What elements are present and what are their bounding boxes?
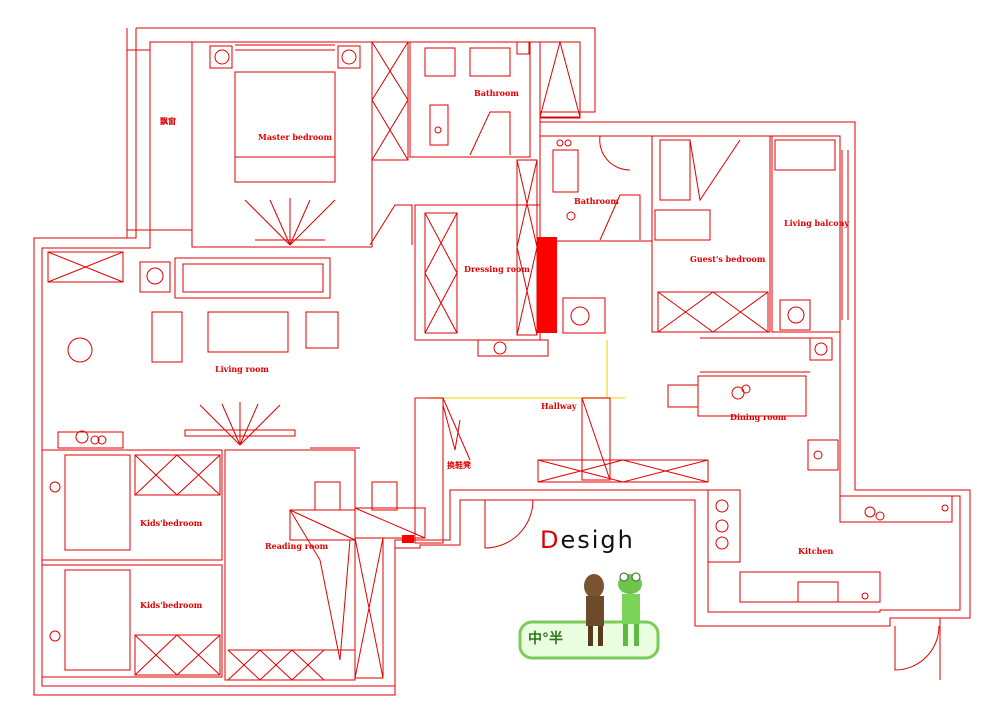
wardrobe-master (371, 41, 409, 161)
brand-badge (518, 572, 660, 660)
horse-figure-icon (584, 574, 604, 646)
label-guest-bedroom: Guest's bedroom (690, 254, 766, 264)
kids-bedroom-2 (41, 564, 223, 678)
guest-bedroom (651, 135, 771, 333)
dining-table (697, 375, 807, 417)
reading-room (224, 449, 356, 681)
label-living-room: Living room (215, 364, 269, 374)
master-bedroom-area (191, 41, 373, 248)
badge-text: 中°半 (528, 631, 563, 647)
label-kids-bedroom-1: Kids'bedroom (140, 518, 203, 528)
brand-title: Desigh (540, 526, 635, 554)
bathroom-top (409, 41, 531, 158)
master-bed (234, 71, 336, 183)
bathroom-mid (539, 135, 653, 242)
frog-figure-icon (618, 572, 642, 646)
label-reading-room: Reading room (265, 541, 329, 551)
label-dressing-room: Dressing room (464, 264, 530, 274)
label-hallway: Hallway (541, 401, 577, 411)
label-kids-bedroom-2: Kids'bedroom (140, 600, 203, 610)
bay-window (149, 41, 193, 231)
brand-first-letter: D (540, 526, 561, 554)
label-master-bedroom: Master bedroom (258, 132, 332, 142)
sofa (174, 257, 331, 299)
label-bathroom-mid: Bathroom (574, 196, 619, 206)
label-bathroom-top: Bathroom (474, 88, 519, 98)
label-kitchen: Kitchen (798, 546, 834, 556)
label-dining-room: Dining room (730, 412, 787, 422)
label-living-balcony: Living balcony (784, 218, 850, 228)
living-balcony (771, 135, 841, 333)
brand-rest: esigh (560, 526, 635, 554)
kitchen-counter (707, 489, 741, 563)
structural-column (537, 237, 557, 333)
label-bay-window: 飘窗 (160, 116, 176, 126)
inner-wall (41, 41, 961, 687)
kids-bedroom-1 (41, 449, 223, 561)
label-shoe-bench: 换鞋凳 (447, 460, 471, 470)
